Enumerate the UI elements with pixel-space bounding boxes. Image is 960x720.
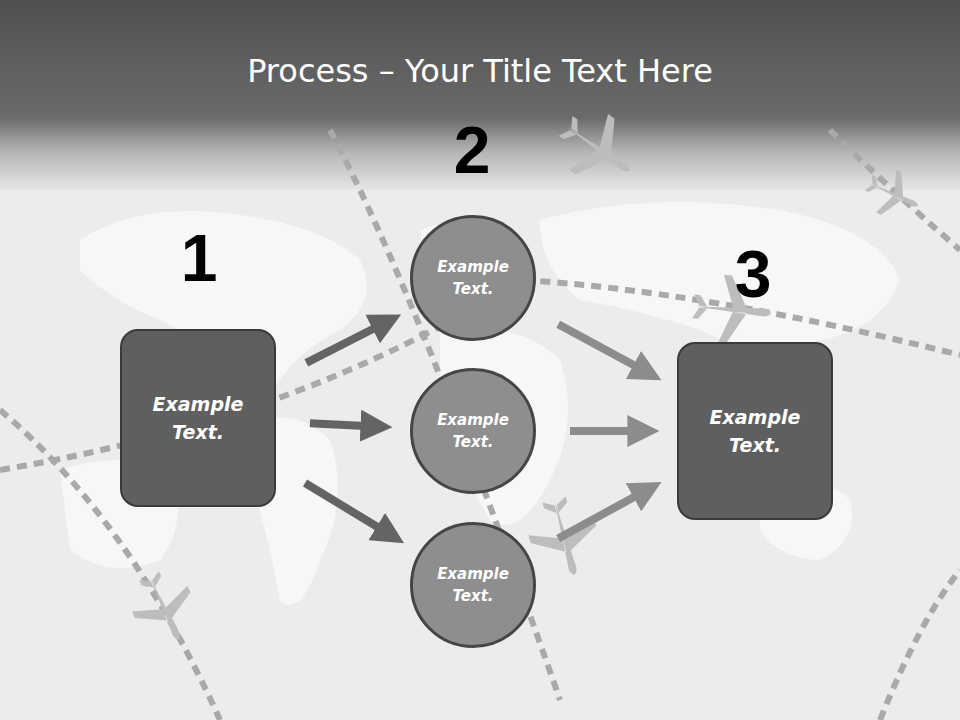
flow-arrow — [558, 324, 642, 369]
step-number: 2 — [454, 117, 491, 183]
node-text: Example Text. — [428, 563, 518, 608]
node-text: Example Text. — [695, 403, 815, 460]
step-number: 1 — [181, 225, 218, 291]
process-circle: Example Text. — [410, 368, 536, 494]
process-circle: Example Text. — [410, 215, 536, 341]
flow-arrow — [570, 427, 637, 435]
process-box: Example Text. — [120, 329, 276, 507]
flow-arrow — [310, 423, 370, 426]
node-text: Example Text. — [428, 256, 518, 301]
header-band — [0, 0, 960, 190]
process-circle: Example Text. — [410, 522, 536, 648]
flight-paths — [0, 130, 960, 720]
node-text: Example Text. — [428, 409, 518, 454]
flow-arrow — [306, 325, 381, 363]
flow-arrow — [305, 483, 385, 532]
slide-title: Process – Your Title Text Here — [0, 52, 960, 90]
step-number: 3 — [735, 241, 772, 307]
process-box: Example Text. — [677, 342, 833, 520]
node-text: Example Text. — [138, 390, 258, 447]
flow-arrow — [558, 493, 642, 539]
